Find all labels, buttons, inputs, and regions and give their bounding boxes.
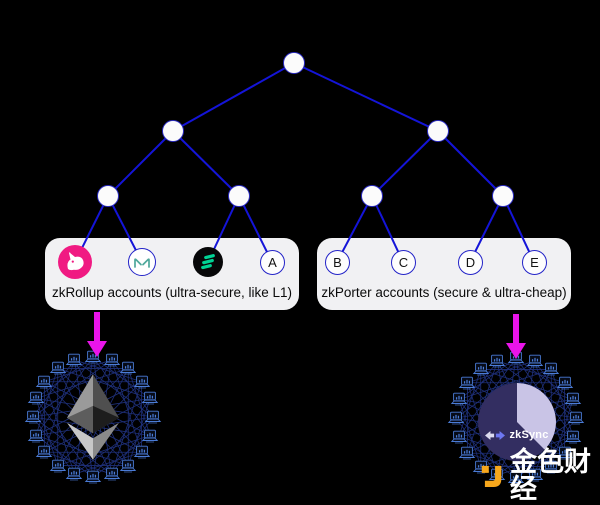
laptop-node-icon — [567, 411, 585, 425]
laptop-node-icon — [507, 351, 525, 365]
laptop-node-icon — [488, 354, 506, 368]
laptop-node-icon — [27, 391, 45, 405]
leaf-e: E — [522, 250, 547, 275]
zkrollup-box-label: zkRollup accounts (ultra-secure, like L1… — [51, 285, 293, 300]
zksync-node-network: zkSync — [441, 343, 591, 493]
laptop-node-icon — [450, 392, 468, 406]
laptop-node-icon — [24, 410, 42, 424]
tree-node-level3-2 — [228, 185, 250, 207]
zksync-pie-slice — [517, 383, 556, 450]
jinse-logo-icon — [481, 465, 502, 487]
laptop-node-icon — [133, 445, 151, 459]
laptop-node-icon — [564, 430, 582, 444]
zksync-logo: zkSync — [478, 383, 556, 461]
leaf-c-label: C — [398, 255, 409, 270]
leaf-e-label: E — [530, 255, 539, 270]
laptop-node-icon — [119, 361, 137, 375]
laptop-node-icon — [141, 391, 159, 405]
laptop-node-icon — [35, 445, 53, 459]
laptop-node-icon — [564, 392, 582, 406]
tree-node-level3-3 — [361, 185, 383, 207]
leaf-b: B — [325, 250, 350, 275]
laptop-node-icon — [458, 446, 476, 460]
leaf-a-label: A — [268, 255, 277, 270]
laptop-node-icon — [84, 470, 102, 484]
uniswap-icon — [67, 252, 84, 271]
leaf-b-label: B — [333, 255, 342, 270]
leaf-uniswap — [58, 245, 92, 279]
tree-node-level2-right — [427, 120, 449, 142]
tree-edges — [74, 62, 535, 263]
laptop-node-icon — [144, 410, 162, 424]
compound-icon — [201, 254, 215, 270]
zkporter-box-label: zkPorter accounts (secure & ultra-cheap) — [321, 285, 567, 300]
laptop-node-icon — [447, 411, 465, 425]
jinse-watermark: 金色财经 — [481, 449, 600, 503]
laptop-node-icon — [103, 353, 121, 367]
laptop-node-icon — [542, 362, 560, 376]
leaf-compound — [193, 247, 223, 277]
laptop-node-icon — [35, 375, 53, 389]
laptop-node-icon — [526, 354, 544, 368]
zksync-arrows-icon — [485, 430, 506, 440]
laptop-node-icon — [450, 430, 468, 444]
ethereum-icon — [67, 374, 119, 460]
merkle-tree-diagram: A B C D E zkRollup accounts (ultra-secur… — [0, 52, 591, 503]
jinse-watermark-text: 金色财经 — [510, 447, 591, 505]
laptop-node-icon — [472, 362, 490, 376]
tree-node-level2-left — [162, 120, 184, 142]
tree-node-level3-4 — [492, 185, 514, 207]
laptop-node-icon — [65, 467, 83, 481]
ethereum-node-network — [18, 342, 168, 492]
leaf-d-label: D — [465, 255, 476, 270]
laptop-node-icon — [141, 429, 159, 443]
leaf-a: A — [260, 250, 285, 275]
leaf-c: C — [391, 250, 416, 275]
laptop-node-icon — [103, 467, 121, 481]
maker-icon — [134, 258, 150, 268]
leaf-d: D — [458, 250, 483, 275]
tree-root-node — [283, 52, 305, 74]
laptop-node-icon — [65, 353, 83, 367]
leaf-maker — [128, 248, 156, 276]
zksync-label: zkSync — [509, 429, 549, 441]
laptop-node-icon — [27, 429, 45, 443]
laptop-node-icon — [119, 459, 137, 473]
tree-node-level3-1 — [97, 185, 119, 207]
laptop-node-icon — [556, 376, 574, 390]
laptop-node-icon — [49, 459, 67, 473]
laptop-node-icon — [49, 361, 67, 375]
laptop-node-icon — [84, 350, 102, 364]
laptop-node-icon — [133, 375, 151, 389]
laptop-node-icon — [458, 376, 476, 390]
